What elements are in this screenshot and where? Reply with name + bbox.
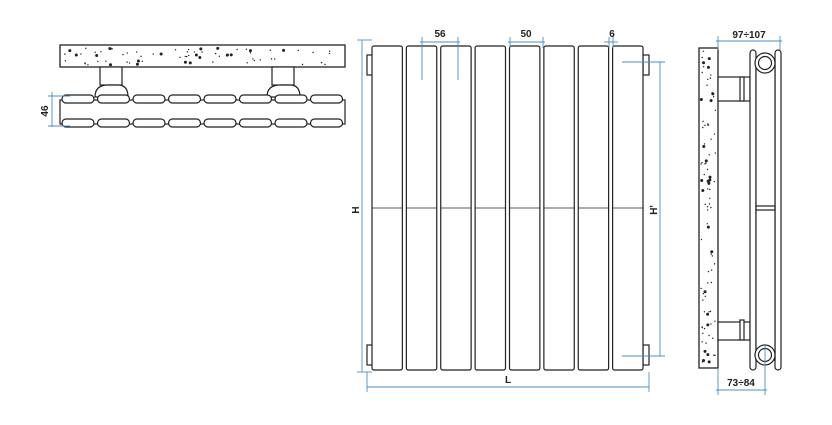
section-tube — [203, 94, 237, 104]
section-tube — [309, 94, 344, 104]
section-tube — [96, 94, 131, 104]
wall-section-side — [698, 47, 719, 369]
section-tube — [96, 118, 131, 128]
bracket-clamp-left — [94, 84, 129, 98]
depth-label: 46 — [40, 105, 51, 117]
section-tube — [238, 94, 273, 104]
bracket-left — [99, 66, 123, 86]
section-tube — [238, 118, 273, 128]
front-view: H H' L 56 50 6 — [351, 29, 665, 392]
section-tube — [274, 118, 308, 128]
side-view: 97÷107 73÷84 — [698, 30, 782, 395]
top-view: 46 — [40, 44, 346, 128]
section-pitch-label: 50 — [520, 29, 532, 40]
section-tube — [274, 94, 308, 104]
bracket-right — [271, 66, 295, 86]
section-tube — [203, 118, 237, 128]
length-label: L — [505, 375, 511, 386]
bracket-clamp-right — [266, 84, 301, 98]
section-tube — [61, 118, 95, 128]
bracket-bottom — [717, 321, 751, 341]
section-tube — [167, 94, 202, 104]
section-tube — [167, 118, 202, 128]
section-tube — [132, 94, 166, 104]
section-width-label: 56 — [434, 29, 446, 40]
section-tube — [61, 94, 95, 104]
bracket-top — [717, 76, 751, 102]
section-tube — [132, 118, 166, 128]
wall-section-top — [59, 44, 346, 68]
wall-distance-axis-label: 73÷84 — [727, 378, 755, 389]
height-label: H — [351, 206, 362, 213]
wall-distance-max-label: 97÷107 — [732, 30, 766, 41]
section-tube — [309, 118, 344, 128]
gap-label: 6 — [609, 29, 615, 40]
axis-height-label: H' — [649, 205, 660, 215]
